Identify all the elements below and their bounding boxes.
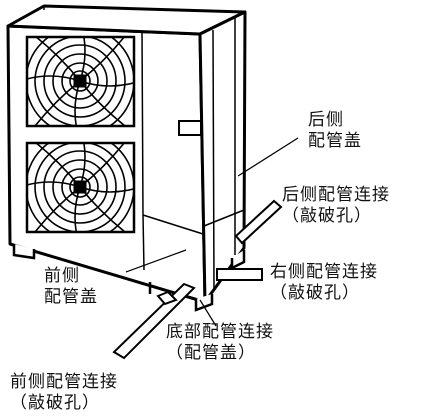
label-front-connection: 前侧配管连接 （敲破孔） (10, 372, 118, 414)
label-right-connection: 右侧配管连接 （敲破孔） (270, 262, 378, 304)
leader-lines (125, 137, 299, 327)
label-front-connection-line1: 前侧配管连接 (10, 372, 118, 392)
label-right-connection-line1: 右侧配管连接 (270, 262, 378, 282)
label-rear-connection-line1: 后侧配管连接 (282, 185, 390, 205)
label-rear-connection: 后侧配管连接 （敲破孔） (282, 185, 390, 227)
label-bottom-connection: 底部配管连接 （配管盖） (166, 322, 274, 364)
fan-grille-lower (25, 141, 136, 234)
label-front-cover: 前侧 配管盖 (44, 266, 98, 308)
label-front-connection-line2: （敲破孔） (10, 393, 100, 413)
unit-details (12, 6, 246, 312)
label-right-connection-line2: （敲破孔） (270, 283, 360, 303)
label-bottom-connection-line1: 底部配管连接 (166, 322, 274, 342)
label-rear-cover: 后侧 配管盖 (308, 110, 362, 152)
label-rear-cover-line2: 配管盖 (308, 131, 362, 151)
label-rear-cover-line1: 后侧 (308, 110, 344, 130)
label-bottom-connection-line2: （配管盖） (166, 343, 256, 363)
label-front-cover-line1: 前侧 (44, 266, 80, 286)
pipes (112, 199, 283, 360)
fan-grille-upper (25, 35, 136, 128)
label-rear-connection-line2: （敲破孔） (282, 206, 372, 226)
label-front-cover-line2: 配管盖 (44, 287, 98, 307)
